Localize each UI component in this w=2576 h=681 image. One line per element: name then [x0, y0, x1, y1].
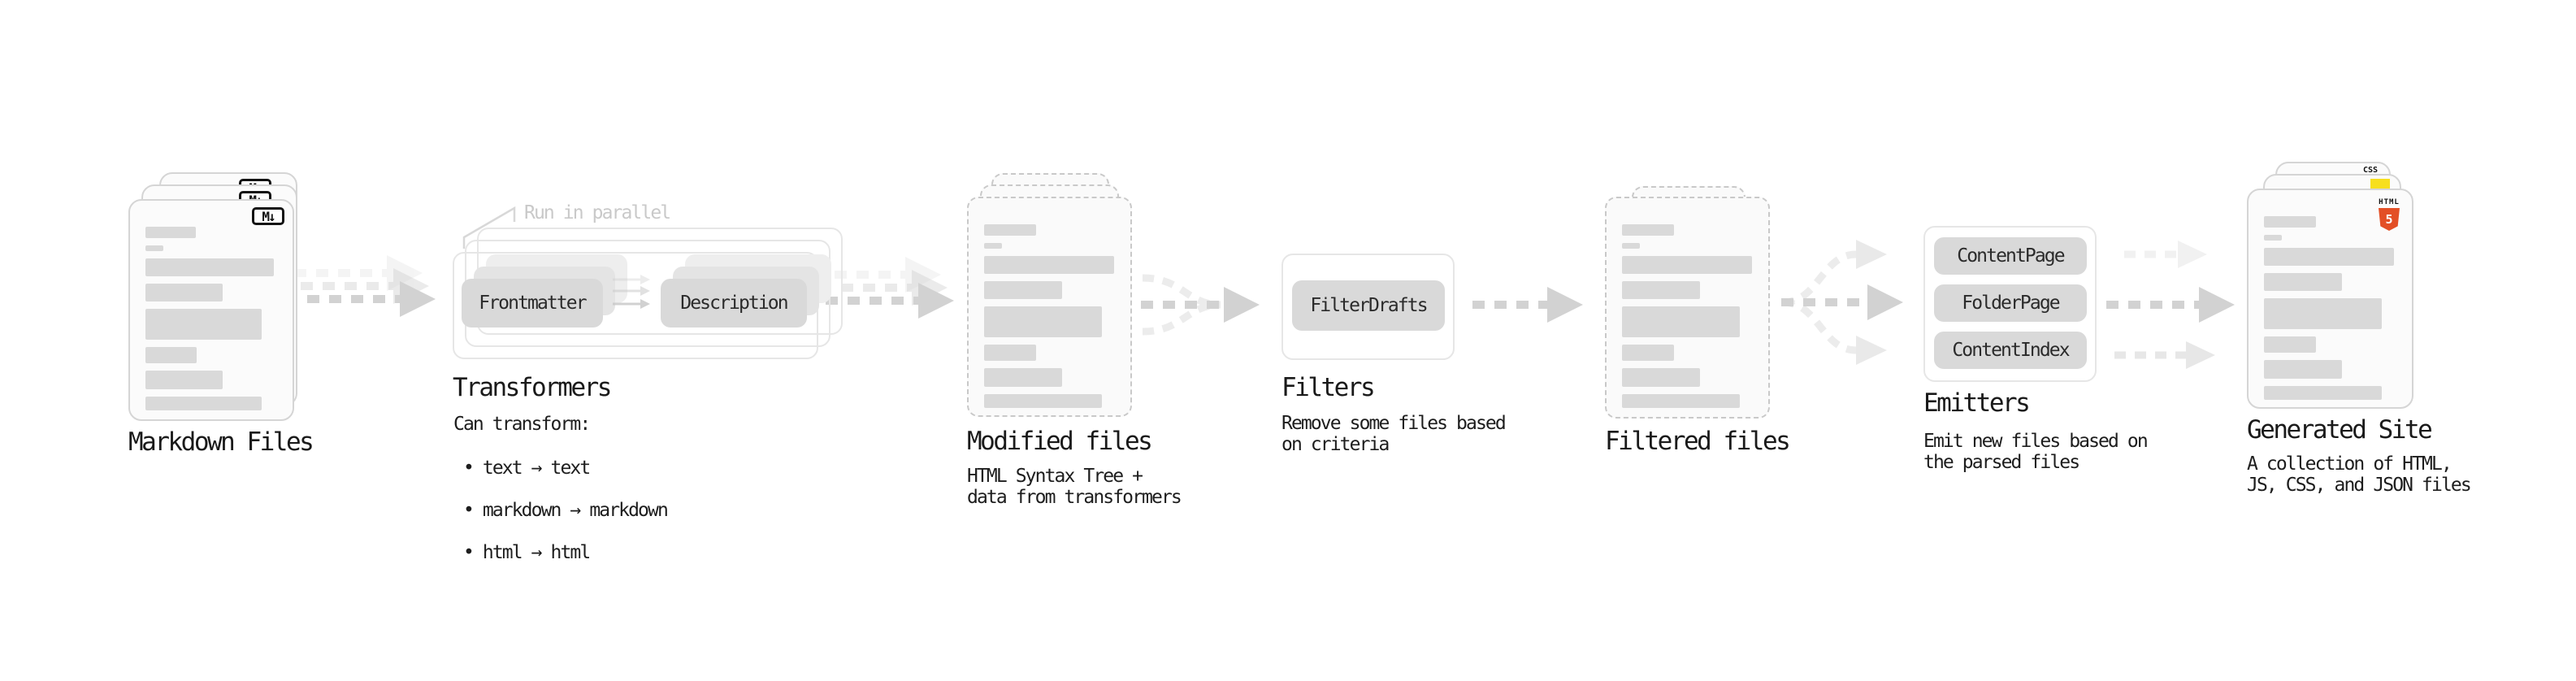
capability-item: • html → html	[463, 542, 591, 563]
step-arrows	[613, 275, 650, 309]
file-content-placeholder	[1622, 224, 1755, 408]
modified-file-card	[967, 197, 1132, 417]
annotation-leader-line	[462, 206, 516, 249]
transformers-subtitle: Can transform:	[453, 414, 591, 435]
emitters-description: Emit new files based on the parsed files	[1923, 431, 2149, 473]
capability-item: • markdown → markdown	[463, 500, 669, 521]
emitter-folderpage: FolderPage	[1934, 284, 2087, 322]
arrow-emitters-to-generated	[2106, 241, 2235, 369]
file-content-placeholder	[145, 227, 280, 410]
arrow-modified-to-filters-merge	[1141, 274, 1260, 336]
stage-title-filtered-files: Filtered files	[1605, 427, 1791, 456]
stage-title-transformers: Transformers	[453, 373, 612, 402]
generated-site-description: A collection of HTML, JS, CSS, and JSON …	[2247, 453, 2472, 496]
arrow-filtered-to-emitters-fanout	[1781, 240, 1903, 365]
filters-frame	[1281, 254, 1455, 360]
filters-description: Remove some files based on criteria	[1281, 413, 1507, 455]
capability-item: • text → text	[463, 458, 591, 479]
stage-title-filters: Filters	[1281, 373, 1376, 402]
filter-filterdrafts: FilterDrafts	[1292, 280, 1445, 331]
run-in-parallel-annotation: Run in parallel	[524, 202, 671, 223]
transformer-step-frontmatter: Frontmatter	[462, 279, 603, 327]
transformers-capability-list: • text → text • markdown → markdown • ht…	[463, 436, 669, 584]
arrow-filters-to-filtered	[1472, 287, 1583, 323]
emitters-frame	[1923, 226, 2097, 382]
modified-files-description: HTML Syntax Tree + data from transformer…	[967, 466, 1182, 508]
filtered-file-card	[1605, 197, 1770, 419]
arrow-markdown-to-transformers	[294, 255, 436, 317]
stage-title-emitters: Emitters	[1923, 388, 2031, 418]
emitter-contentpage: ContentPage	[1934, 237, 2087, 275]
html5-icon: HTML 5	[2378, 198, 2400, 231]
transformer-step-description: Description	[661, 279, 807, 327]
generated-file-card-html: HTML 5	[2247, 189, 2413, 409]
stage-title-generated-site: Generated Site	[2247, 415, 2433, 445]
file-content-placeholder	[984, 224, 1117, 408]
file-content-placeholder	[2264, 216, 2399, 400]
markdown-icon: M↓	[252, 207, 284, 225]
stage-title-modified-files: Modified files	[967, 427, 1153, 456]
emitter-contentindex: ContentIndex	[1934, 332, 2087, 369]
arrow-transformers-to-modified	[813, 257, 954, 319]
stage-title-markdown-files: Markdown Files	[128, 427, 314, 457]
markdown-file-card: M↓	[128, 199, 294, 421]
